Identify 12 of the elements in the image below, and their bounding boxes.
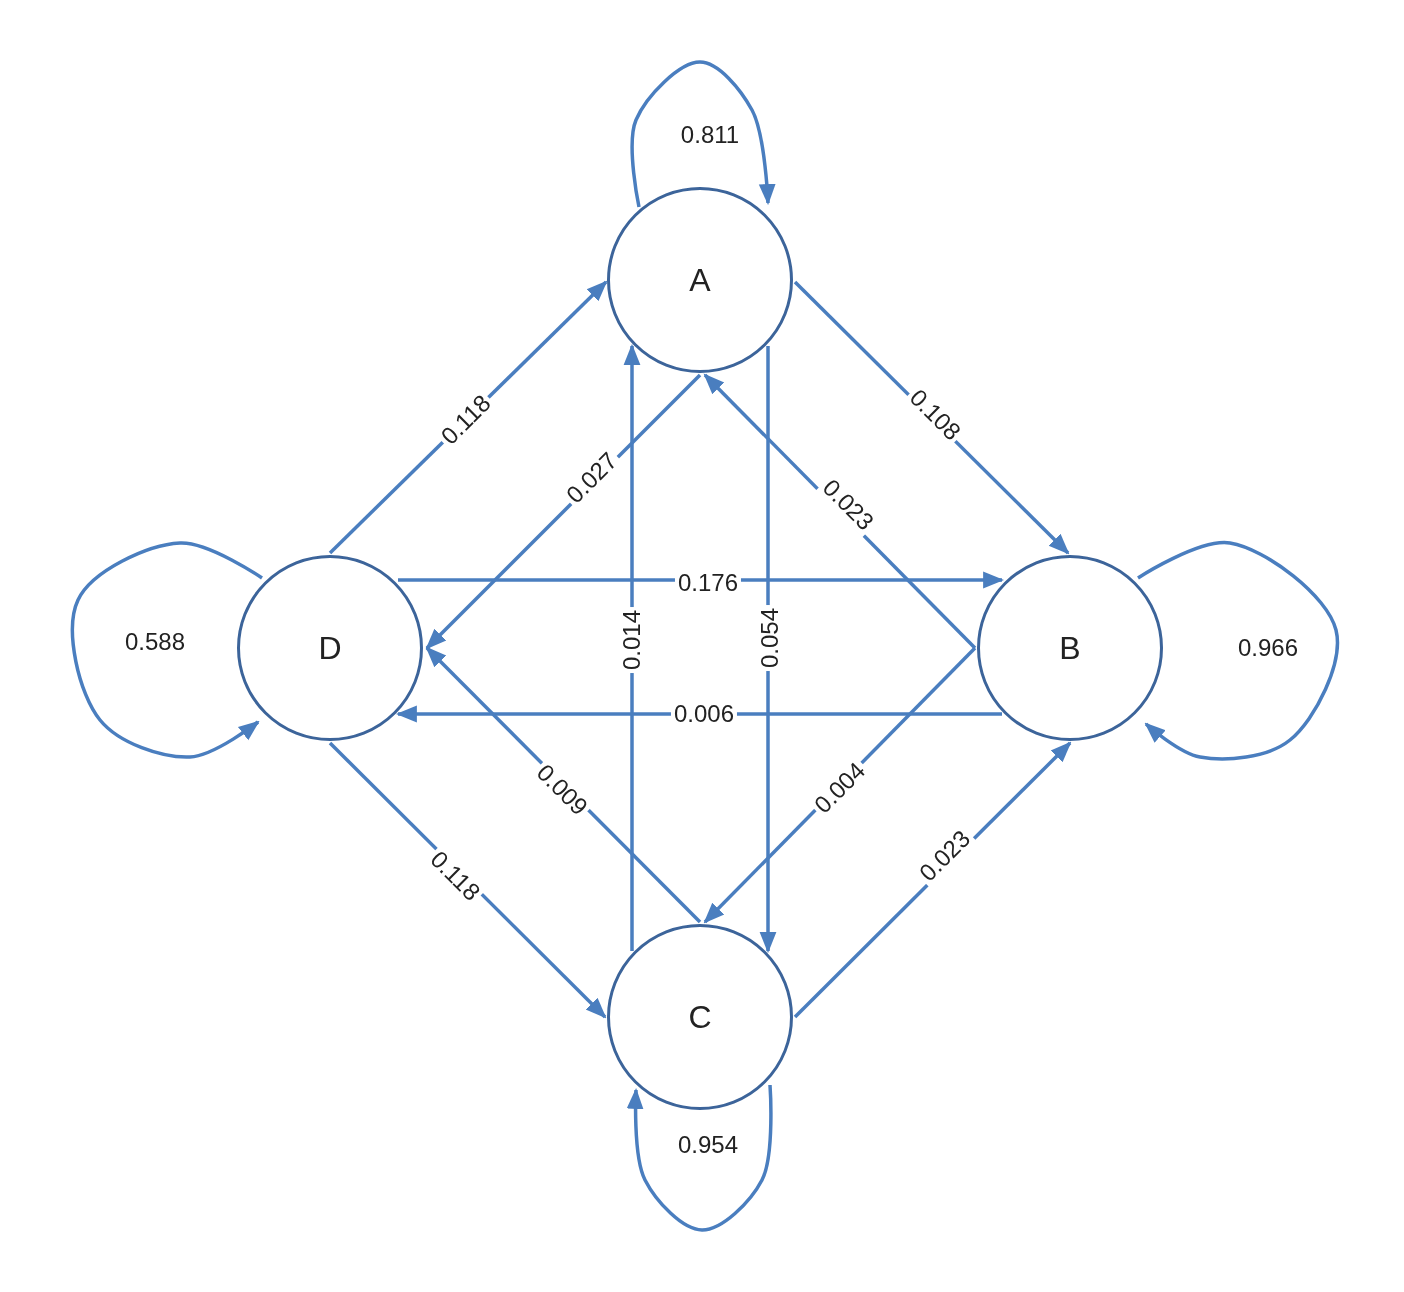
arrow [623, 343, 641, 951]
arrow [759, 346, 777, 954]
arrow [398, 571, 1005, 589]
arrow [1137, 541, 1339, 761]
arrow [626, 1084, 773, 1232]
arrow [395, 705, 1002, 723]
arrow [630, 60, 776, 208]
state-label: B [1059, 629, 1081, 667]
state-label: A [689, 261, 711, 299]
arrow [70, 541, 263, 759]
state-label: C [688, 998, 712, 1036]
state-label: D [318, 629, 342, 667]
